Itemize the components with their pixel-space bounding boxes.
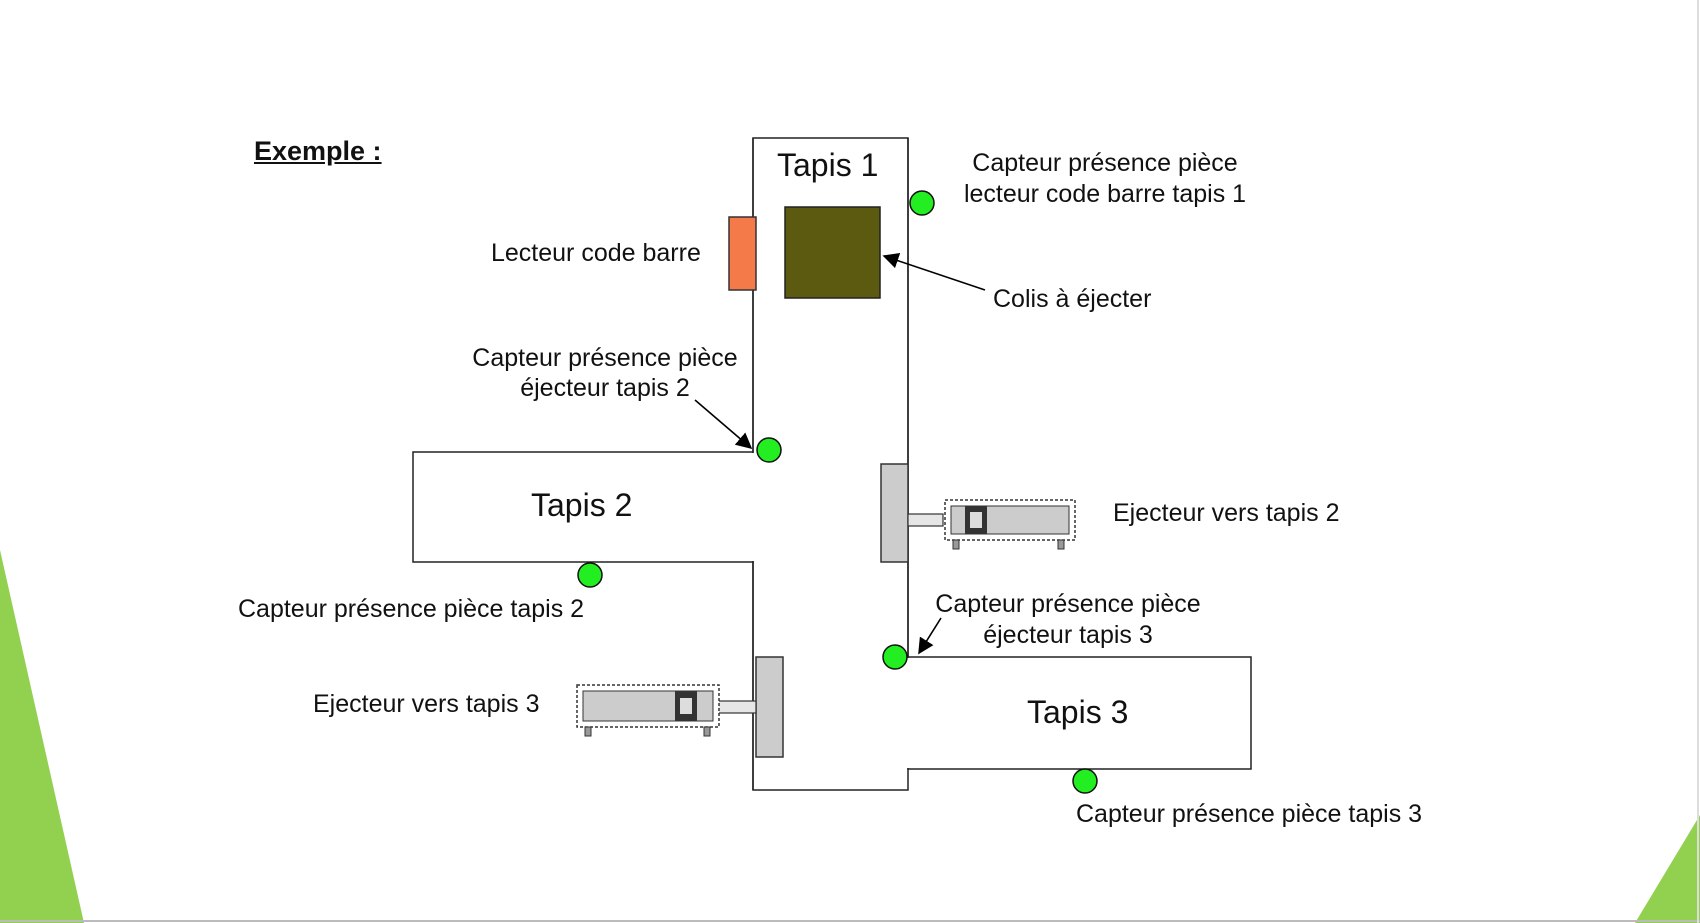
sensor-ejector3-label-2: éjecteur tapis 3	[983, 621, 1153, 649]
sensor-ejector-tapis3	[882, 644, 908, 670]
heading: Exemple :	[254, 136, 382, 166]
arrow-sensor-ejector2	[694, 399, 753, 450]
ejector-tapis3-label: Ejecteur vers tapis 3	[313, 690, 540, 718]
tapis-3-label: Tapis 3	[1027, 694, 1129, 730]
sensor-tapis2-label: Capteur présence pièce tapis 2	[238, 595, 585, 623]
sensor-ejector2-label-1: Capteur présence pièce	[472, 344, 738, 372]
ejector-tapis2-label: Ejecteur vers tapis 2	[1113, 499, 1340, 527]
sensor-barcode-tapis1	[909, 190, 935, 216]
arrow-sensor-ejector3	[918, 617, 942, 655]
sensor-ejector3-label-1: Capteur présence pièce	[935, 590, 1201, 618]
sensor-barcode-label-1: Capteur présence pièce	[972, 149, 1238, 177]
sensor-barcode-label-2: lecteur code barre tapis 1	[963, 180, 1247, 208]
sensor-tapis3-label: Capteur présence pièce tapis 3	[1076, 800, 1423, 828]
barcode-reader	[728, 216, 757, 291]
package-label: Colis à éjecter	[993, 285, 1152, 313]
sensor-ejector2-label-2: éjecteur tapis 2	[520, 374, 690, 402]
tapis-1-label: Tapis 1	[777, 147, 879, 183]
package-to-eject	[784, 206, 881, 299]
ejector-to-tapis3	[576, 656, 784, 758]
slide-accent-left	[0, 550, 84, 923]
sensor-tapis2	[577, 562, 603, 588]
sensor-tapis3	[1072, 768, 1098, 794]
slide-accent-right	[1635, 815, 1700, 923]
tapis-2-label: Tapis 2	[531, 487, 633, 523]
arrow-package	[882, 253, 986, 291]
sensor-ejector-tapis2	[756, 437, 782, 463]
conveyor-tapis-3	[907, 656, 1252, 770]
barcode-reader-label: Lecteur code barre	[491, 239, 701, 267]
ejector-to-tapis2	[880, 463, 1076, 563]
